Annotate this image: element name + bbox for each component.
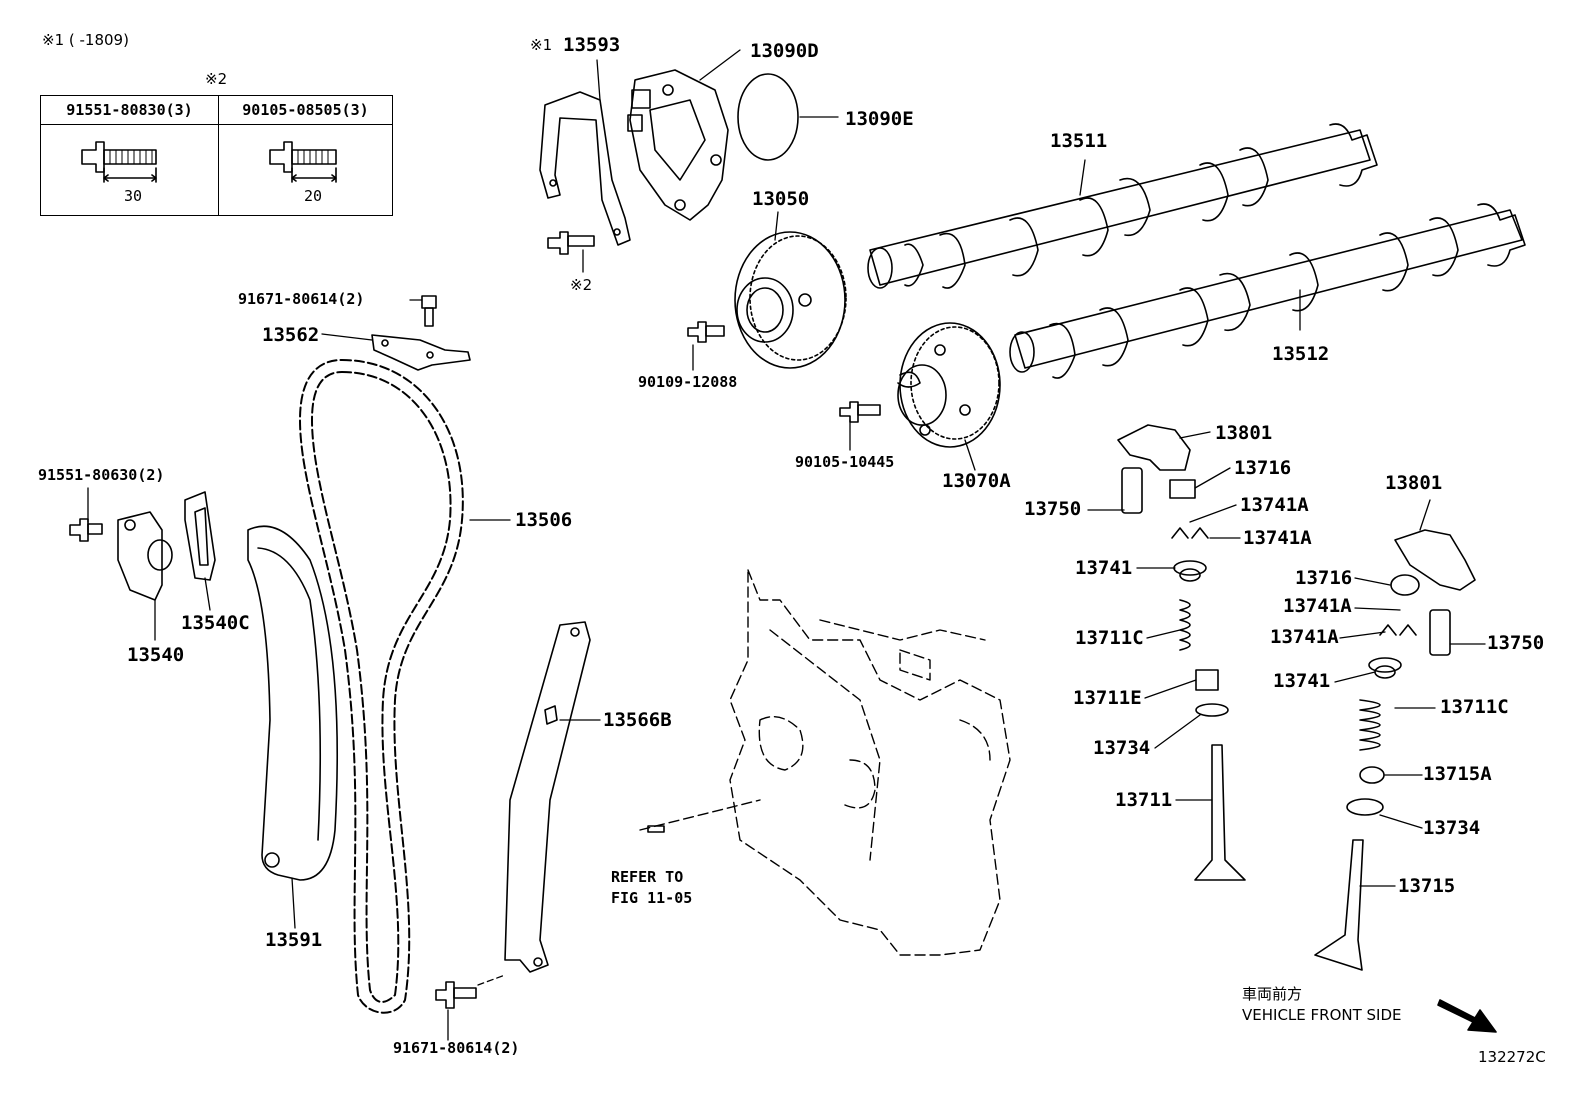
part-label-13593: 13593 xyxy=(563,34,621,56)
part-label-13801-a: 13801 xyxy=(1215,422,1273,444)
chain-tensioner-13540 xyxy=(117,511,173,601)
part-label-13050: 13050 xyxy=(752,188,810,210)
part-label-91671-top: 91671-80614(2) xyxy=(238,290,365,308)
part-label-13711: 13711 xyxy=(1115,789,1173,811)
part-label-13591: 13591 xyxy=(265,929,323,951)
part-label-13750-b: 13750 xyxy=(1487,632,1545,654)
part-label-90109-12088: 90109-12088 xyxy=(638,373,738,391)
refer-label-line1: REFER TO xyxy=(611,868,684,886)
part-label-13566B: 13566B xyxy=(603,709,672,731)
bolt-30-illustration xyxy=(81,141,157,183)
part-label-13716-a: 13716 xyxy=(1234,457,1292,479)
part-label-13711E: 13711E xyxy=(1073,687,1142,709)
tensioner-gasket-13540C xyxy=(184,491,216,581)
bolt-illustration-90105-10445 xyxy=(839,401,881,423)
part-label-13090E: 13090E xyxy=(845,108,914,130)
part-label-13715A: 13715A xyxy=(1423,763,1492,785)
figure-id: 132272C xyxy=(1478,1048,1546,1066)
bolt-length-20: 20 xyxy=(304,187,323,205)
part-label-13716-b: 13716 xyxy=(1295,567,1353,589)
note-mark-2: ※2 xyxy=(205,70,228,88)
camshaft-13511 xyxy=(867,123,1378,289)
chain-guide-13562 xyxy=(371,334,471,371)
refer-label-line2: FIG 11-05 xyxy=(611,889,693,907)
bolt-illustration-91671-bottom xyxy=(435,981,477,1009)
bolt-length-30: 30 xyxy=(124,187,143,205)
part-label-13715: 13715 xyxy=(1398,875,1456,897)
front-side-label-en: VEHICLE FRONT SIDE xyxy=(1242,1006,1402,1024)
chain-slipper-13591 xyxy=(247,525,339,881)
front-side-label-jp: 車両前方 xyxy=(1242,985,1303,1003)
table-header-col2: 90105-08505(3) xyxy=(218,96,393,125)
part-label-13711C-b: 13711C xyxy=(1440,696,1509,718)
bolt-20-illustration xyxy=(269,141,337,183)
bolt-illustration-91671-top xyxy=(421,295,437,327)
o-ring-13090E xyxy=(737,73,799,161)
part-label-13711C-a: 13711C xyxy=(1075,627,1144,649)
part-label-13511: 13511 xyxy=(1050,130,1108,152)
table-divider xyxy=(218,96,219,215)
camshaft-13512 xyxy=(1009,203,1526,379)
part-label-13741A-a1: 13741A xyxy=(1240,494,1309,516)
part-label-13741-b: 13741 xyxy=(1273,670,1331,692)
table-header-col1: 91551-80830(3) xyxy=(41,96,218,125)
valvetrain-left xyxy=(1117,424,1246,881)
part-label-13734-a: 13734 xyxy=(1093,737,1151,759)
part-label-13070A: 13070A xyxy=(942,470,1011,492)
timing-bracket-13593 xyxy=(539,91,631,246)
bolt-illustration-91551-80630 xyxy=(69,518,103,542)
part-label-13506: 13506 xyxy=(515,509,573,531)
part-label-13090D: 13090D xyxy=(750,40,819,62)
part-label-13741A-b2: 13741A xyxy=(1270,626,1339,648)
part-label-13741A-b1: 13741A xyxy=(1283,595,1352,617)
part-label-13540C: 13540C xyxy=(181,612,250,634)
note-applicability: ※1 ( -1809) xyxy=(42,31,129,49)
bolt-illustration-bracket xyxy=(547,231,595,255)
front-direction-arrow xyxy=(1437,999,1497,1033)
mark-1-label: ※1 xyxy=(530,36,553,54)
cam-timing-gear-13050 xyxy=(734,231,847,369)
valvetrain-right xyxy=(1314,529,1476,971)
part-label-13741A-a2: 13741A xyxy=(1243,527,1312,549)
bolt-mark-2-label: ※2 xyxy=(570,276,593,294)
part-label-13562: 13562 xyxy=(262,324,320,346)
bolt-illustration-90109 xyxy=(687,321,725,343)
part-label-13540: 13540 xyxy=(127,644,185,666)
part-label-13741-a: 13741 xyxy=(1075,557,1133,579)
housing-13090D xyxy=(627,69,729,221)
part-label-13734-b: 13734 xyxy=(1423,817,1481,839)
part-label-13512: 13512 xyxy=(1272,343,1330,365)
engine-block-outline xyxy=(639,569,1011,956)
cam-timing-gear-13070A xyxy=(897,322,1001,448)
leader-lines xyxy=(87,49,1486,1041)
part-label-91551-80630: 91551-80630(2) xyxy=(38,466,165,484)
part-label-13750-a: 13750 xyxy=(1024,498,1082,520)
part-label-13801-b: 13801 xyxy=(1385,472,1443,494)
chain-damper-13566B xyxy=(504,621,591,973)
part-label-90105-10445: 90105-10445 xyxy=(795,453,895,471)
timing-chain-13506 xyxy=(299,359,464,1014)
bolt-spec-table: 91551-80830(3) 90105-08505(3) 30 20 xyxy=(40,95,393,216)
dowel-pin-illustration xyxy=(647,825,665,833)
part-label-91671-bottom: 91671-80614(2) xyxy=(393,1039,520,1057)
